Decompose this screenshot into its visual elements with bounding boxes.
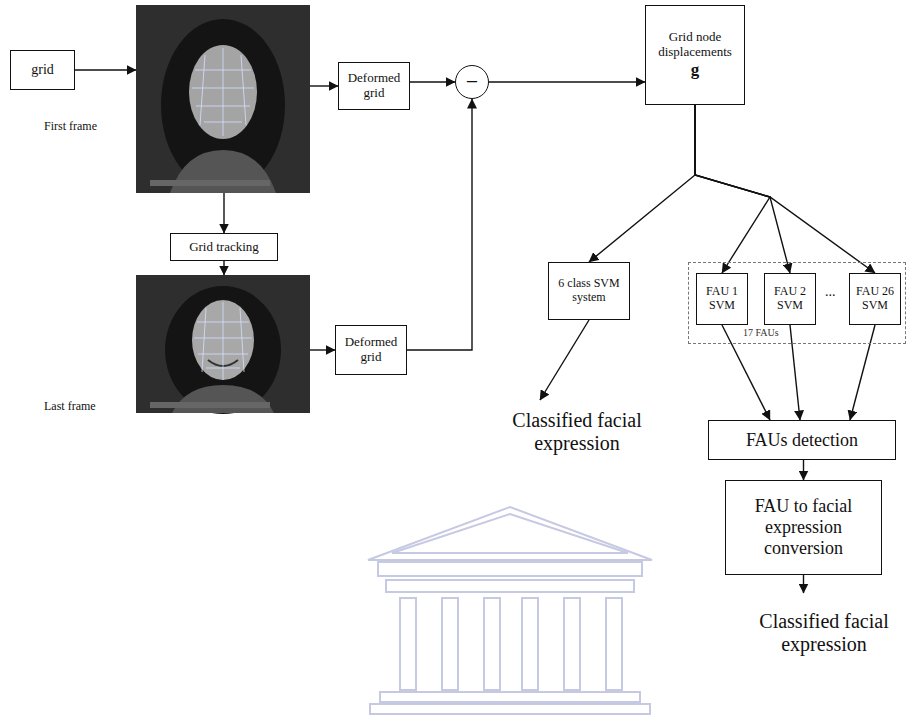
face [192, 300, 254, 380]
connector-arrow [310, 85, 338, 86]
process-box: Grid node displacementsg [645, 5, 745, 105]
connector-arrow [850, 325, 875, 420]
photo-background [136, 5, 310, 193]
node-label: 17 FAUs [741, 327, 781, 339]
last-frame-photo [136, 275, 310, 414]
grid-lines [202, 302, 244, 380]
connector-arrow [803, 575, 804, 593]
connector-arrow [223, 261, 224, 275]
connector-arrow [410, 81, 455, 82]
first-frame-photo [136, 5, 310, 193]
video-frame: Last frame [136, 275, 310, 413]
connector-arrow [722, 325, 770, 420]
watermark-column [442, 598, 458, 690]
watermark-step [370, 704, 650, 714]
connector-arrow [695, 105, 770, 273]
classifier-box: FAU 1 SVM [696, 273, 748, 325]
hair [165, 286, 281, 414]
watermark-frieze [386, 580, 634, 592]
node-label: Classified facial expression [742, 610, 906, 656]
process-box: FAU to facial expression conversion [725, 480, 882, 575]
connector-arrow [75, 69, 136, 70]
watermark-entablature [378, 562, 642, 576]
node-label: g [650, 60, 740, 80]
connector-arrow [695, 105, 875, 273]
connector-arrow [489, 81, 645, 82]
ellipsis-label: ... [824, 284, 837, 300]
university-watermark [368, 507, 652, 714]
input-box: grid [10, 50, 75, 90]
process-box: Grid tracking [170, 233, 278, 261]
shoulders [170, 150, 276, 193]
connector-arrow [310, 349, 335, 350]
node-label: grid [15, 62, 70, 78]
watermark-step [380, 692, 640, 702]
process-box: Deformed grid [338, 62, 410, 110]
node-label: FAU 1 SVM [701, 285, 743, 313]
watermark-column [606, 598, 622, 690]
classifier-box: FAU 26 SVM [849, 273, 901, 325]
timestamp-bar [150, 402, 270, 408]
face-grid [192, 48, 254, 136]
video-frame: First frame [136, 5, 310, 193]
photo-background [136, 275, 310, 413]
watermark-column [400, 598, 416, 690]
dashed-group: 17 FAUs FAU 1 SVM FAU 2 SVM FAU 26 SVM [688, 262, 906, 344]
watermark-pediment [368, 507, 652, 560]
output-text: Classified facial expression [492, 400, 662, 464]
process-box: Deformed grid [335, 325, 407, 375]
classifier-box: 6 class SVM system [548, 262, 630, 320]
node-label: FAU 2 SVM [769, 285, 811, 313]
watermark-column [522, 598, 538, 690]
face-grid [194, 302, 252, 380]
watermark-pediment-inner [392, 514, 628, 553]
grid-lines [200, 48, 246, 136]
process-box: FAUs detection [708, 420, 896, 460]
node-label: Grid node displacements [650, 30, 740, 60]
connector-arrow [407, 99, 472, 350]
node-label: Last frame [44, 400, 96, 414]
shoulders [172, 385, 274, 413]
connector-arrow [803, 460, 804, 480]
node-label: Grid tracking [175, 240, 273, 255]
node-label: − [456, 69, 488, 94]
node-label: Deformed grid [343, 71, 405, 101]
watermark-column [564, 598, 580, 690]
connector-arrow [540, 320, 589, 400]
connector-arrow [790, 325, 800, 420]
node-label: Deformed grid [340, 335, 402, 365]
node-label: FAU 26 SVM [854, 285, 896, 313]
node-label: 6 class SVM system [553, 277, 625, 305]
subtract-circle: − [455, 65, 489, 99]
output-text: Classified facial expression [738, 593, 910, 673]
connector-arrow [223, 193, 224, 233]
classifier-box: FAU 2 SVM [764, 273, 816, 325]
node-label: Classified facial expression [496, 409, 658, 455]
face [189, 45, 257, 139]
timestamp-bar [150, 180, 270, 186]
watermark-column [484, 598, 500, 690]
node-label: FAU to facial expression conversion [730, 496, 877, 558]
connector-arrow [589, 105, 695, 262]
node-label: First frame [44, 120, 97, 134]
node-label: FAUs detection [713, 430, 891, 451]
